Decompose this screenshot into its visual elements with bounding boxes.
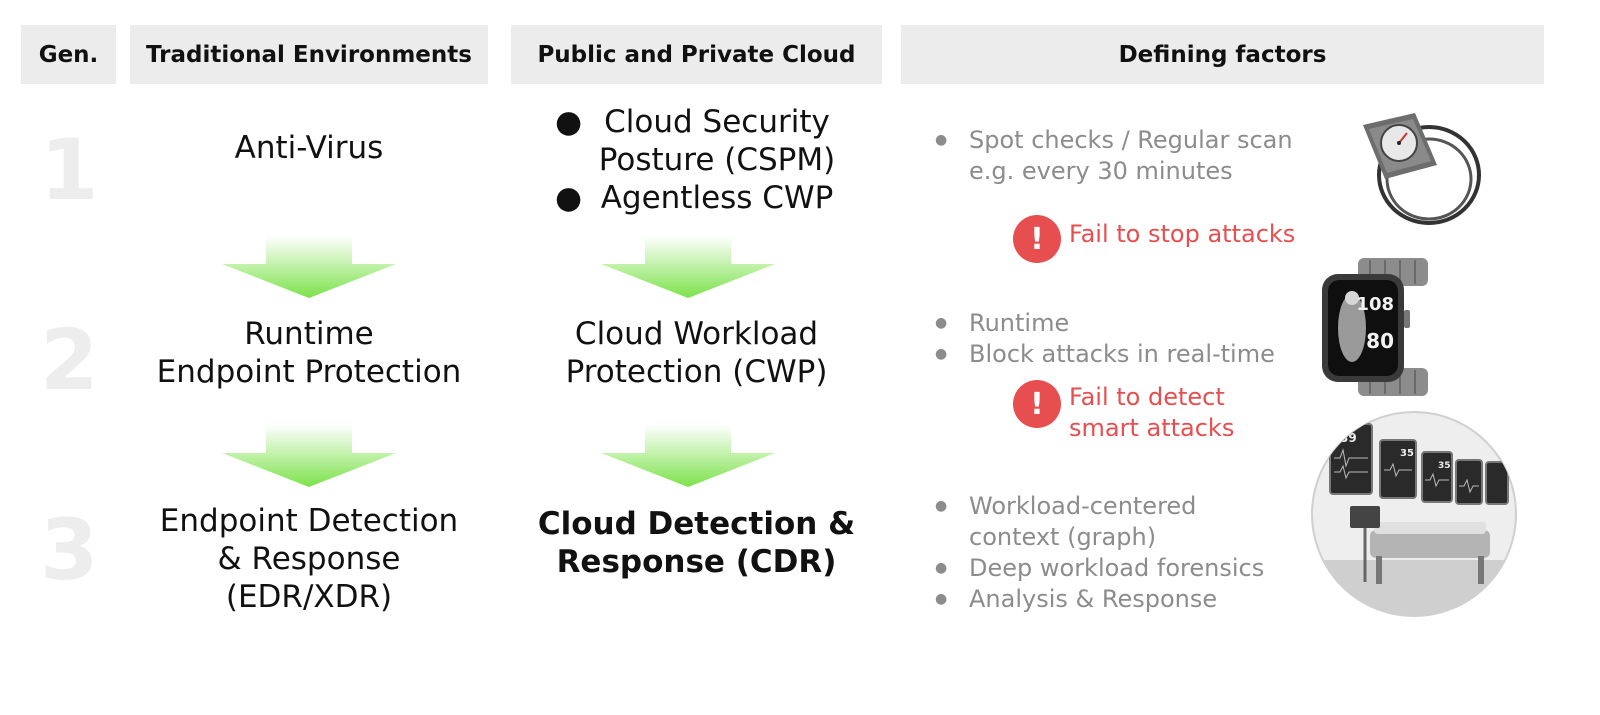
traditional-gen1-line: Anti-Virus — [234, 130, 384, 166]
cloud-gen3-line-1: Cloud Detection & — [537, 506, 856, 542]
cloud-gen3: Cloud Detection & Response (CDR) — [511, 505, 882, 581]
down-arrow-icon — [222, 236, 396, 298]
traditional-gen3: Endpoint Detection & Response (EDR/XDR) — [130, 502, 488, 616]
header-factors: Defining factors — [901, 25, 1544, 84]
traditional-gen2-line-2: Endpoint Protection — [156, 354, 462, 390]
cloud-gen1-item-text: Agentless CWP — [600, 180, 834, 216]
factor-item: Analysis & Response — [935, 584, 1285, 615]
bullet-icon: ● — [555, 104, 583, 140]
cloud-gen1-item: ● Cloud Security Posture (CSPM) — [555, 103, 845, 179]
cloud-gen2: Cloud Workload Protection (CWP) — [511, 315, 882, 391]
monitor-readout-2: 35 — [1400, 448, 1414, 459]
gen-number-3: 3 — [40, 501, 99, 599]
down-arrow-icon — [222, 425, 396, 487]
bullet-icon: ● — [555, 180, 583, 216]
traditional-gen3-line-3: (EDR/XDR) — [225, 579, 393, 615]
factors-gen2: Runtime Block attacks in real-time — [935, 308, 1305, 370]
exclamation-icon: ! — [1013, 380, 1061, 428]
down-arrow-icon — [601, 236, 775, 298]
header-gen: Gen. — [21, 25, 116, 84]
monitor-readout-3: 35 — [1438, 461, 1451, 471]
warning-line-2: smart attacks — [1069, 414, 1235, 442]
header-traditional: Traditional Environments — [130, 25, 488, 84]
gen-number-2: 2 — [40, 311, 99, 409]
warning-line-1: Fail to detect — [1069, 383, 1225, 411]
factors-gen1: Spot checks / Regular scan e.g. every 30… — [935, 125, 1295, 187]
factor-item: Spot checks / Regular scan e.g. every 30… — [935, 125, 1295, 187]
factor-item: Block attacks in real-time — [935, 339, 1305, 370]
warning-gen2: ! Fail to detect smart attacks — [1013, 380, 1234, 444]
factor-item: Runtime — [935, 308, 1305, 339]
factor-item: Workload-centered context (graph) — [935, 491, 1285, 553]
watch-readout-1: 108 — [1356, 294, 1394, 315]
smartwatch-icon: 108 80 — [1322, 258, 1428, 396]
warning-text: Fail to detect smart attacks — [1069, 382, 1234, 444]
traditional-gen1: Anti-Virus — [130, 129, 488, 167]
monitor-readout-1: 39 — [1340, 431, 1357, 445]
cloud-gen3-line-2: Response (CDR) — [556, 544, 837, 580]
traditional-gen2: Runtime Endpoint Protection — [130, 315, 488, 391]
traditional-gen3-line-2: & Response — [217, 541, 401, 577]
exclamation-icon: ! — [1013, 215, 1061, 263]
cloud-gen2-line-2: Protection (CWP) — [565, 354, 828, 390]
blood-pressure-monitor-icon — [1363, 113, 1481, 225]
header-cloud: Public and Private Cloud — [511, 25, 882, 84]
cloud-gen1-item: ● Agentless CWP — [555, 179, 845, 217]
warning-text: Fail to stop attacks — [1069, 220, 1296, 248]
warning-gen1: ! Fail to stop attacks — [1013, 215, 1295, 263]
cloud-gen1-list: ● Cloud Security Posture (CSPM) ● Agentl… — [555, 103, 845, 217]
factors-gen3: Workload-centered context (graph) Deep w… — [935, 491, 1285, 615]
factor-item: Deep workload forensics — [935, 553, 1285, 584]
down-arrow-icon — [601, 425, 775, 487]
cloud-gen2-line-1: Cloud Workload — [574, 316, 819, 352]
watch-readout-2: 80 — [1366, 329, 1394, 353]
cloud-gen1-item-text: Cloud Security Posture (CSPM) — [598, 104, 836, 178]
hospital-monitor-icon: 39 35 35 — [1311, 411, 1517, 617]
traditional-gen2-line-1: Runtime — [244, 316, 374, 352]
traditional-gen3-line-1: Endpoint Detection — [159, 503, 459, 539]
gen-number-1: 1 — [40, 121, 99, 219]
